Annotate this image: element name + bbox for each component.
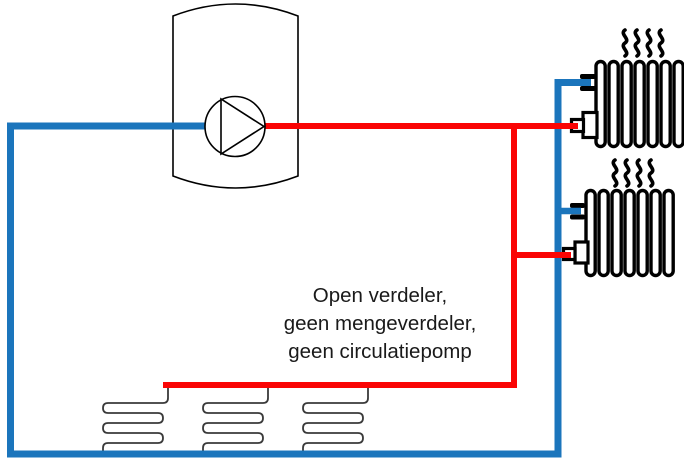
annotation-text: Open verdeler, geen mengeverdeler, geen … xyxy=(230,282,530,366)
heat-wave xyxy=(657,28,665,58)
annotation-line-2: geen mengeverdeler, xyxy=(283,312,477,335)
return-pipe-main xyxy=(7,79,591,458)
heat-wave xyxy=(635,158,643,188)
pump-triangle xyxy=(220,97,266,156)
floor-heating-coils xyxy=(102,385,369,457)
return-connection-fitting xyxy=(580,74,596,91)
heat-wave xyxy=(633,28,641,58)
heat-waves-icon xyxy=(611,158,655,188)
heat-wave xyxy=(621,28,629,58)
return-pipe xyxy=(7,79,591,458)
floor-heating-coil xyxy=(102,386,169,456)
heat-waves-icon xyxy=(621,28,665,58)
heat-wave xyxy=(611,158,619,188)
return-connection-fitting xyxy=(570,203,585,220)
supply-pipe-riser-and-manifold xyxy=(163,126,517,388)
pump-icon xyxy=(204,95,266,158)
floor-heating-coil xyxy=(202,385,269,457)
heat-wave xyxy=(647,158,655,188)
annotation-line-3: geen circulatiepomp xyxy=(288,340,472,363)
floor-heating-coil xyxy=(302,385,369,457)
radiator-columns xyxy=(594,59,684,149)
annotation-line-1: Open verdeler, xyxy=(312,284,448,307)
heat-wave xyxy=(623,158,631,188)
radiator-columns xyxy=(584,188,675,278)
radiator-2 xyxy=(561,158,675,278)
supply-pipe xyxy=(163,123,578,388)
heat-wave xyxy=(645,28,653,58)
radiator-1 xyxy=(569,28,684,149)
